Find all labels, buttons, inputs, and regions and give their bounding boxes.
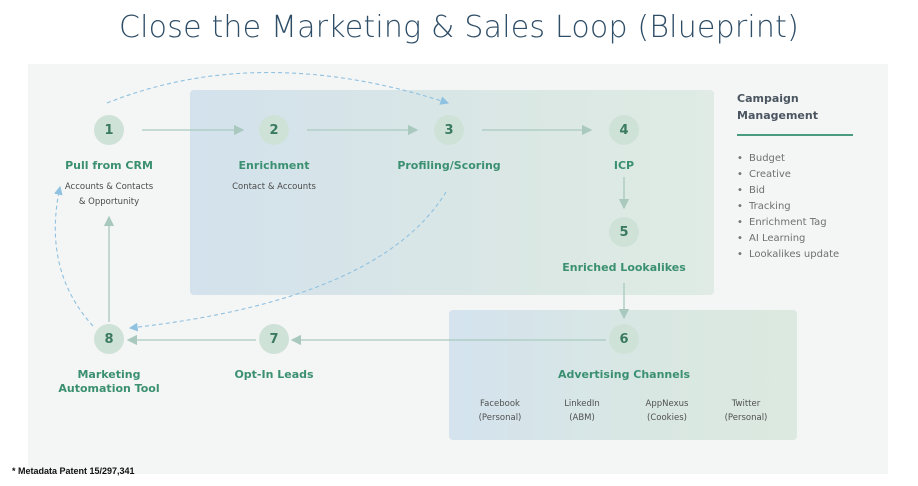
step-1-circle: 1 (94, 115, 124, 145)
step-8-label-line-1: Marketing (77, 368, 141, 381)
list-item: Enrichment Tag (737, 215, 839, 231)
channel-note: (Personal) (724, 413, 768, 423)
channel-name: LinkedIn (564, 399, 600, 409)
sidebar-title-line-2: Management (737, 109, 818, 122)
step-7-circle: 7 (259, 324, 289, 354)
step-7-label: Opt-In Leads (234, 368, 314, 381)
campaign-management-list: Budget Creative Bid Tracking Enrichment … (737, 151, 839, 263)
step-4-label: ICP (613, 159, 635, 172)
list-item: Bid (737, 183, 839, 199)
step-3-label: Profiling/Scoring (397, 159, 501, 172)
footnote: * Metadata Patent 15/297,341 (12, 466, 135, 476)
list-item: Budget (737, 151, 839, 167)
step-2-circle: 2 (259, 115, 289, 145)
campaign-management-title: Campaign Management (737, 90, 857, 124)
list-item: Tracking (737, 199, 839, 215)
step-2-sub-1: Contact & Accounts (232, 182, 316, 192)
step-1-label: Pull from CRM (65, 159, 153, 172)
list-item: Creative (737, 167, 839, 183)
list-item: Lookalikes update (737, 247, 839, 263)
step-8-circle: 8 (94, 324, 124, 354)
step-8-label-line-2: Automation Tool (58, 382, 160, 395)
step-3-circle: 3 (434, 115, 464, 145)
channel-appnexus: AppNexus (Cookies) (637, 397, 697, 425)
list-item: AI Learning (737, 231, 839, 247)
step-5-circle: 5 (609, 217, 639, 247)
dashed-8-1 (54, 185, 94, 327)
channel-note: (Personal) (478, 413, 522, 423)
channel-name: AppNexus (645, 399, 689, 409)
channel-note: (Cookies) (647, 413, 687, 423)
step-4-circle: 4 (609, 115, 639, 145)
step-1-sub-2: & Opportunity (78, 197, 140, 207)
step-6-label: Advertising Channels (557, 368, 691, 381)
channel-note: (ABM) (569, 413, 595, 423)
sidebar-divider (737, 134, 853, 136)
step-6-circle: 6 (609, 324, 639, 354)
dashed-3-8 (128, 191, 447, 332)
dashed-1-3 (106, 72, 450, 105)
channel-linkedin: LinkedIn (ABM) (552, 397, 612, 425)
page-title: Close the Marketing & Sales Loop (Bluepr… (119, 10, 799, 45)
channel-name: Twitter (731, 399, 761, 409)
step-5-label: Enriched Lookalikes (562, 261, 686, 274)
channel-facebook: Facebook (Personal) (470, 397, 530, 425)
channel-name: Facebook (480, 399, 520, 409)
channel-twitter: Twitter (Personal) (716, 397, 776, 425)
step-1-sub-1: Accounts & Contacts (64, 182, 154, 192)
step-2-label: Enrichment (238, 159, 310, 172)
sidebar-title-line-1: Campaign (737, 92, 799, 105)
